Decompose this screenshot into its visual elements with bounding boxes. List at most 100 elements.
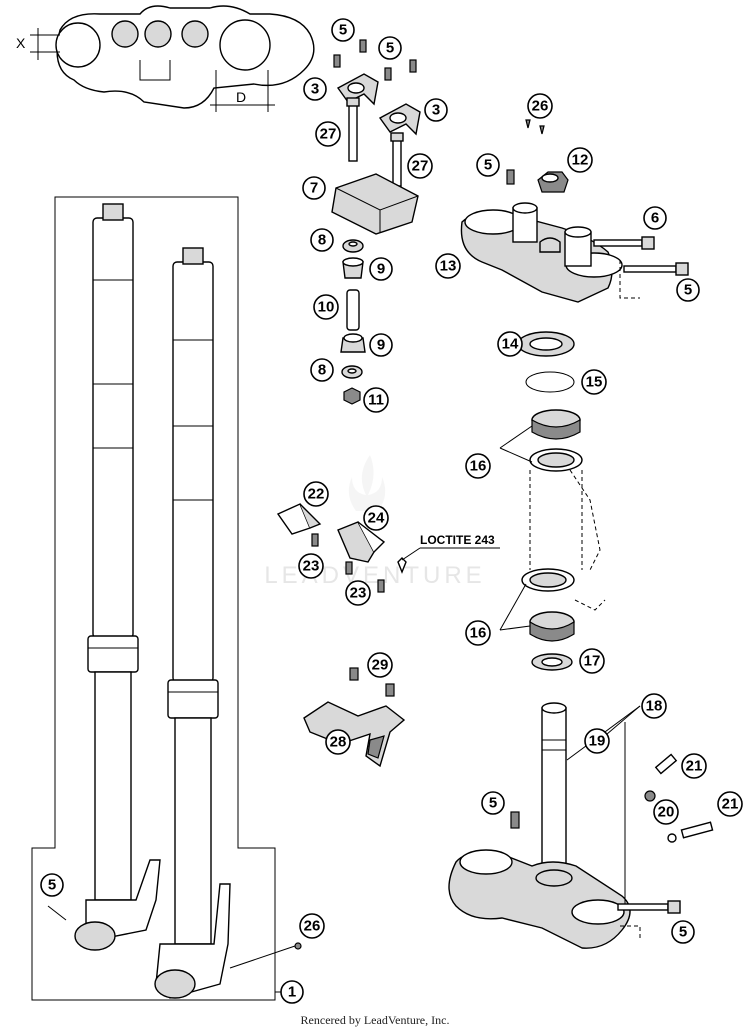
callout-27-right: 27: [407, 153, 433, 179]
callout-5-fork: 5: [40, 873, 64, 897]
dust-seal-17: [531, 653, 573, 671]
svg-text:28: 28: [330, 734, 347, 751]
svg-text:29: 29: [372, 657, 389, 674]
callout-19: 19: [584, 728, 610, 754]
dimension-d-label: D: [236, 89, 246, 105]
svg-text:18: 18: [646, 698, 663, 715]
svg-text:3: 3: [311, 81, 319, 98]
clamp-bolt-6: [593, 236, 655, 250]
fork-bleed-screw: [229, 942, 302, 969]
callout-21-lower: 21: [717, 791, 743, 817]
callout-23-right: 23: [345, 580, 371, 606]
screw-23-a: [311, 533, 319, 547]
upper-bearing-race: [529, 448, 583, 472]
svg-text:5: 5: [679, 924, 687, 941]
callout-9-lower: 9: [369, 333, 393, 357]
top-clamp-screw-12: [506, 169, 515, 185]
callout-12: 12: [567, 147, 593, 173]
spacer-sleeve: [346, 289, 360, 331]
callout-15: 15: [581, 369, 607, 395]
callout-18: 18: [641, 693, 667, 719]
svg-text:26: 26: [532, 98, 549, 115]
svg-text:22: 22: [308, 486, 325, 503]
frame-head-tube: [529, 469, 606, 611]
callout-21-upper: 21: [681, 753, 707, 779]
clamp-bolt-5-upper: [623, 262, 689, 276]
svg-text:5: 5: [489, 795, 497, 812]
long-bolt-right: [390, 132, 404, 187]
svg-text:3: 3: [432, 102, 440, 119]
lower-triple-clamp: [448, 849, 631, 949]
handlebar-clamp-right: [378, 103, 421, 136]
nut: [343, 387, 361, 405]
fork-leg-left: [74, 203, 161, 951]
bushing-lower: [340, 333, 366, 353]
stop-bolt-21-lower: [680, 821, 714, 839]
svg-text:7: 7: [310, 180, 318, 197]
callout-28: 28: [325, 729, 351, 755]
callout-20: 20: [653, 799, 679, 825]
washer-20: [644, 790, 677, 843]
callout-3-left: 3: [303, 77, 327, 101]
small-screws-26: [525, 119, 545, 135]
long-bolt-left: [346, 97, 360, 162]
callout-22: 22: [303, 481, 329, 507]
svg-text:8: 8: [318, 232, 326, 249]
clamp-bolts-top: [333, 39, 417, 81]
bushing-upper: [342, 257, 364, 279]
svg-text:8: 8: [318, 362, 326, 379]
svg-text:6: 6: [651, 210, 659, 227]
svg-text:9: 9: [377, 261, 385, 278]
svg-text:5: 5: [684, 282, 692, 299]
svg-text:27: 27: [320, 126, 337, 143]
dimension-x-label: X: [16, 35, 26, 51]
screw-23-c: [377, 557, 407, 593]
rubber-damper-lower: [341, 365, 363, 379]
svg-text:20: 20: [658, 804, 675, 821]
callout-17: 17: [579, 648, 605, 674]
svg-text:26: 26: [304, 918, 321, 935]
callout-26-fork: 26: [299, 913, 325, 939]
screw-23-b: [345, 561, 353, 575]
svg-text:27: 27: [412, 158, 429, 175]
callout-5-upper-clamp-side: 5: [676, 278, 700, 302]
callout-24: 24: [363, 505, 389, 531]
svg-text:23: 23: [303, 558, 320, 575]
triple-clamp-top-view: X D: [16, 5, 315, 112]
lower-bearing-race: [521, 568, 575, 592]
loctite-label: LOCTITE 243: [420, 533, 495, 547]
callout-29: 29: [367, 652, 393, 678]
watermark-text: LEADVENTURE: [264, 562, 485, 589]
callout-3-right: 3: [424, 98, 448, 122]
svg-text:1: 1: [288, 984, 296, 1001]
svg-text:5: 5: [386, 40, 394, 57]
svg-text:10: 10: [318, 299, 335, 316]
svg-text:13: 13: [440, 258, 457, 275]
callout-5-top-right: 5: [378, 36, 402, 60]
stop-bolt-21-upper: [654, 753, 678, 775]
steering-stem: [541, 702, 567, 877]
handlebar-mount-bridge: [331, 173, 419, 235]
svg-text:21: 21: [722, 796, 739, 813]
callout-7: 7: [302, 176, 326, 200]
svg-text:9: 9: [377, 337, 385, 354]
lower-bearing: [529, 611, 575, 642]
callout-1: 1: [280, 980, 304, 1004]
callout-8-upper: 8: [310, 228, 334, 252]
dust-seal-14: [517, 331, 575, 357]
upper-triple-clamp: [460, 202, 623, 303]
bracket-28: [303, 701, 406, 768]
callout-16-upper: 16: [465, 453, 491, 479]
svg-text:5: 5: [484, 157, 492, 174]
svg-text:12: 12: [572, 152, 589, 169]
brake-line-guide-22: [276, 503, 322, 535]
callout-14: 14: [497, 331, 523, 357]
watermark-logo: [348, 455, 386, 511]
callout-5-lower-clamp: 5: [671, 920, 695, 944]
svg-text:16: 16: [470, 625, 487, 642]
svg-text:16: 16: [470, 458, 487, 475]
svg-text:11: 11: [368, 392, 384, 409]
callout-9-upper: 9: [369, 257, 393, 281]
fork-clamp-bolt: [47, 905, 67, 921]
